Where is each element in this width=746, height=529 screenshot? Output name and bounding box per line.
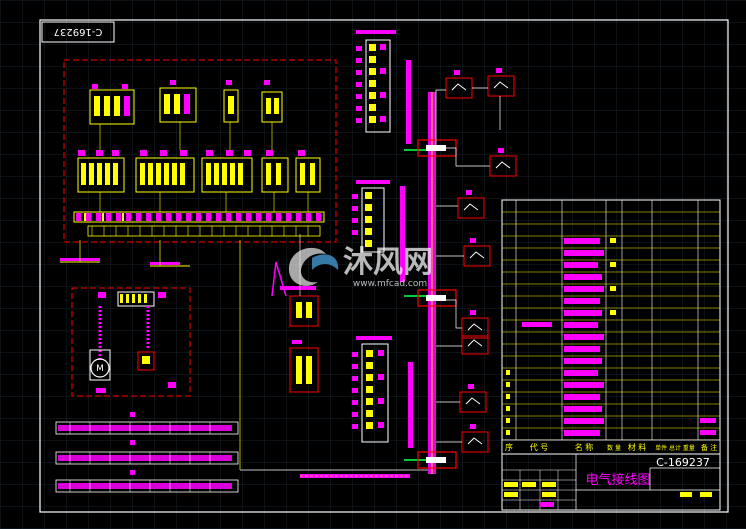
main-bus <box>404 92 436 474</box>
svg-text:M: M <box>96 364 104 374</box>
drawing-number-box: C-169237 <box>41 21 115 43</box>
drawing-border <box>39 19 729 513</box>
contactor-row <box>77 150 321 193</box>
watermark-brand: 沐风网 <box>343 245 433 280</box>
watermark-url: www.mfcad.com <box>353 279 427 289</box>
motor-symbol <box>90 358 110 378</box>
cabinet-internal-wiring <box>99 122 309 212</box>
cable-labels-left <box>60 240 241 470</box>
terminal-column-top <box>356 30 411 144</box>
title-block-drawing-number: C-169237 <box>656 456 710 469</box>
bom-header-weight: 单件 总计 重量 <box>655 444 695 452</box>
relay-group-2 <box>159 80 197 123</box>
sensor-wiring <box>435 87 501 443</box>
bom-header-code: 代 号 <box>530 442 549 452</box>
sensor-tags <box>454 68 504 429</box>
terminal-column-middle <box>352 180 405 282</box>
bom-header-name: 名 称 <box>575 442 594 452</box>
bottom-cable-run <box>240 469 428 478</box>
title-block: C-169237 电气接线图 <box>501 453 721 511</box>
bom-header-remarks: 备 注 <box>701 443 717 452</box>
motor-device-box: M <box>71 287 191 397</box>
terminal-strip <box>73 211 325 237</box>
bom-header-qty: 数 量 <box>607 444 621 452</box>
bom-table: 序 代 号 名 称 数 量 材 料 单件 总计 重量 备 注 <box>501 199 721 455</box>
watermark-logo-mark <box>288 247 339 286</box>
control-cabinet <box>63 59 337 243</box>
center-switch-units <box>271 234 319 393</box>
junction-box-middle <box>417 289 457 307</box>
bom-header-index: 序 <box>505 442 513 452</box>
terminal-column-bottom <box>352 336 413 448</box>
relay-group-3 <box>223 80 239 123</box>
watermark: 沐风网 www.mfcad.com <box>288 245 433 289</box>
bottom-left-cable-tables <box>55 412 239 493</box>
bom-header-material: 材 料 <box>628 442 647 452</box>
relay-group-1 <box>89 84 135 125</box>
drawing-number-label: C-169237 <box>54 26 103 37</box>
sensor-contacts <box>451 81 511 445</box>
title-block-drawing-title: 电气接线图 <box>585 472 650 488</box>
junction-box-bottom <box>417 451 457 469</box>
